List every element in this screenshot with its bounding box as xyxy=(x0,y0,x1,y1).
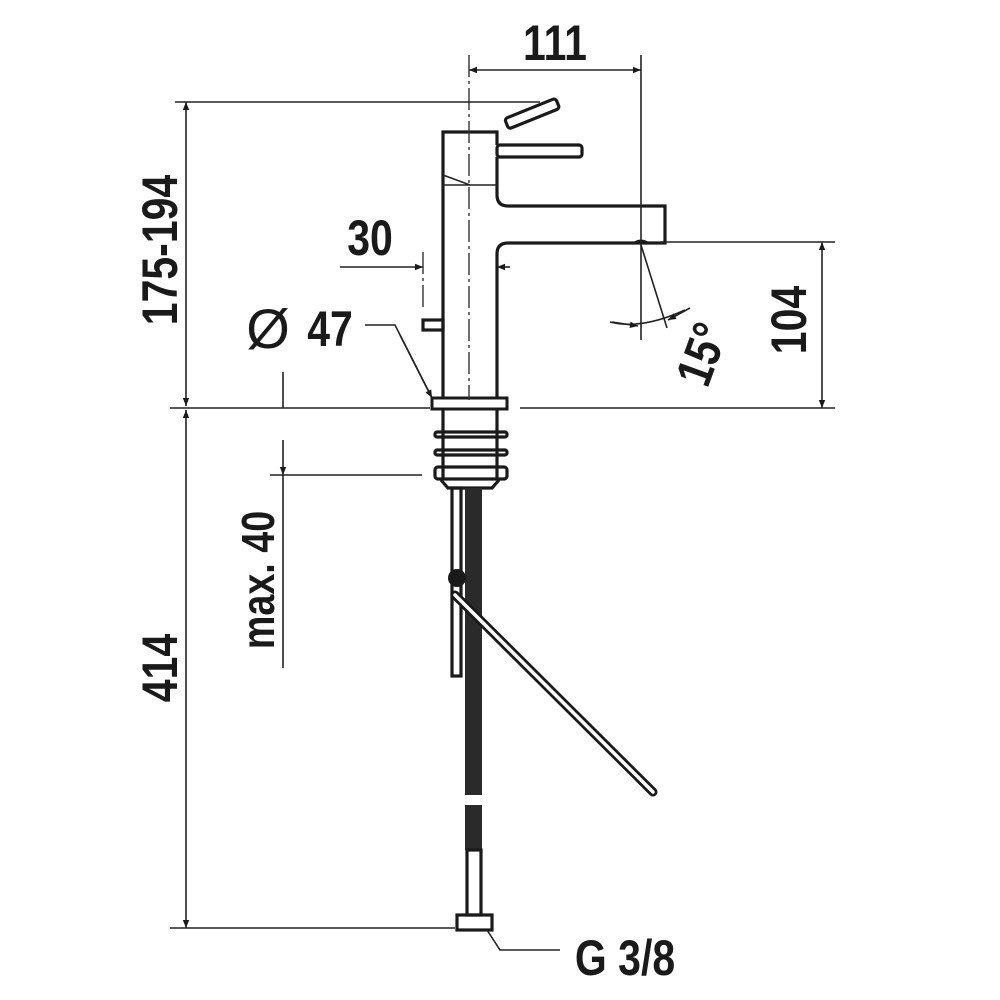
diameter-symbol: Ø xyxy=(246,297,290,360)
lever-handle xyxy=(495,143,584,159)
dim-connection-thread: G 3/8 xyxy=(575,930,675,986)
hose-nut xyxy=(455,913,494,932)
dim-spout-reach: 111 xyxy=(523,15,587,71)
dim-spout-angle: 15° xyxy=(665,316,739,393)
supply-hose xyxy=(465,488,482,795)
dim-tap-hole-offset: 30 xyxy=(347,210,393,266)
below-deck-assembly xyxy=(433,410,658,932)
lever-raised-position xyxy=(503,97,561,130)
dim-spout-height: 104 xyxy=(761,285,817,354)
dim-total-height: 175-194 xyxy=(132,174,188,325)
dim-max-deck-thickness: max. 40 xyxy=(232,511,283,649)
dim-below-deck-length: 414 xyxy=(132,633,188,702)
dim-base-diameter: 47 xyxy=(307,301,353,357)
dimension-lines xyxy=(170,55,835,951)
popup-knob xyxy=(421,318,445,332)
faucet-body xyxy=(421,97,667,411)
